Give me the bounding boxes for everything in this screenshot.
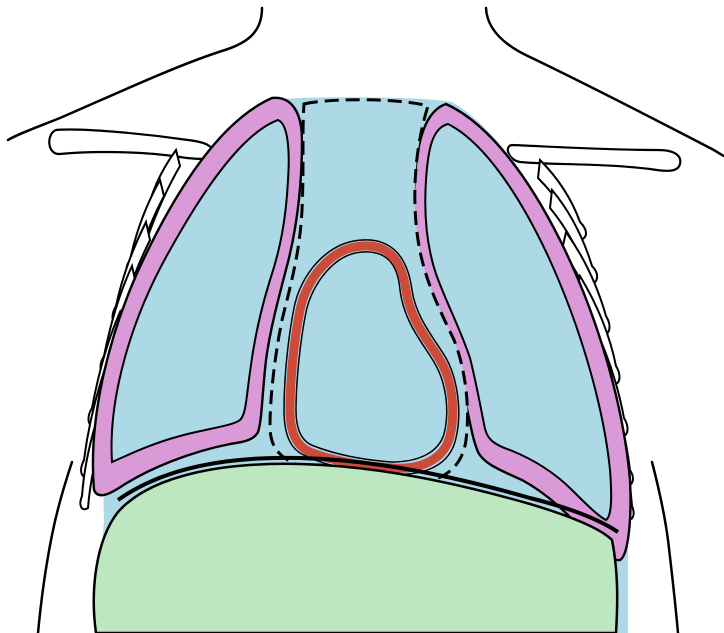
right-flank-line (652, 462, 678, 633)
neck-left-line (8, 8, 262, 140)
left-clavicle (49, 130, 212, 159)
left-flank-line (38, 462, 72, 633)
right-clavicle (508, 145, 680, 171)
neck-right-line (486, 8, 724, 156)
